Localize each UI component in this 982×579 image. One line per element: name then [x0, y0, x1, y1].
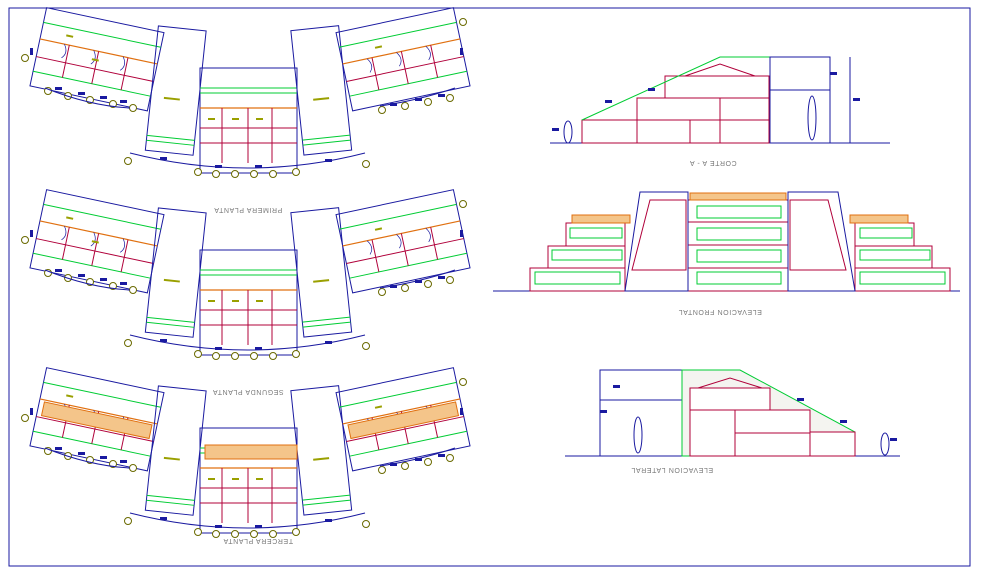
front-elevation-label: ELEVACION FRONTAL	[678, 308, 762, 315]
section-a-a-label: CORTE A - A	[689, 159, 736, 166]
sheet-border	[8, 7, 971, 567]
front-elevation	[493, 191, 960, 292]
plan-second-floor-label: SEGUNDA PLANTA	[212, 388, 283, 395]
section-a-a	[550, 56, 890, 144]
side-elevation	[565, 369, 900, 457]
plan-first-floor-label: PRIMERA PLANTA	[214, 206, 283, 213]
plan-third-floor-label: TERCERA PLANTA	[223, 537, 293, 544]
plan-third-floor	[20, 367, 471, 539]
side-elevation-label: ELEVACION LATERAL	[631, 466, 713, 473]
plan-second-floor	[20, 189, 471, 361]
plan-first-floor	[20, 7, 471, 179]
